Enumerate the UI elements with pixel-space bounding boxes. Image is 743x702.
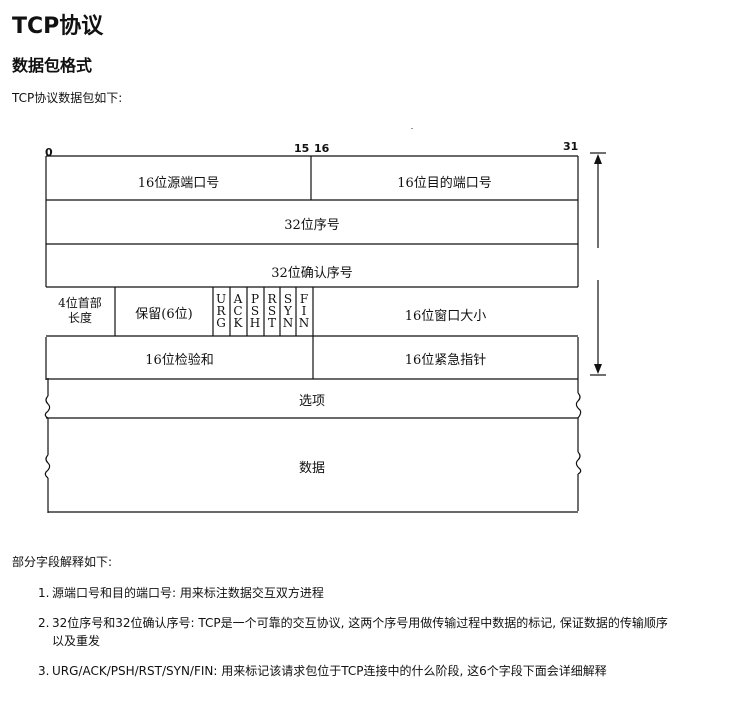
urgent-pointer-field: 16位紧急指针	[404, 353, 487, 368]
header-length-line2: 长度	[67, 311, 92, 325]
reserved-field: 保留(6位)	[135, 307, 193, 322]
list-item: 2.32位序号和32位确认序号: TCP是一个可靠的交互协议, 这两个序号用做传…	[38, 616, 668, 648]
field-explanations: 1.源端口号和目的端口号: 用来标注数据交互双方进程 2.32位序号和32位确认…	[38, 584, 698, 692]
explain-heading: 部分字段解释如下:	[12, 555, 113, 569]
destination-port-field: 16位目的端口号	[397, 176, 492, 191]
list-item: 1.源端口号和目的端口号: 用来标注数据交互双方进程	[38, 586, 324, 600]
header-length-line1: 4位首部	[58, 296, 102, 310]
section-heading: 数据包格式	[12, 56, 93, 75]
options-field: 选项	[298, 394, 325, 409]
data-field: 数据	[298, 461, 325, 476]
bit-label-16: 16	[314, 142, 330, 155]
list-item: 3.URG/ACK/PSH/RST/SYN/FIN: 用来标记该请求包位于TCP…	[38, 664, 607, 678]
bit-label-15: 15	[294, 142, 310, 155]
header-length-field: 4位首部 长度	[48, 296, 112, 326]
page-title: TCP协议	[12, 14, 104, 39]
ack-number-field: 32位确认序号	[271, 266, 353, 281]
bit-label-0: 0	[45, 146, 53, 159]
window-size-field: 16位窗口大小	[404, 309, 487, 324]
sequence-number-field: 32位序号	[284, 218, 340, 233]
bit-label-31: 31	[563, 140, 579, 153]
source-port-field: 16位源端口号	[137, 176, 220, 191]
stray-mark	[411, 128, 413, 129]
checksum-field: 16位检验和	[145, 353, 214, 368]
intro-text: TCP协议数据包如下:	[12, 91, 123, 105]
